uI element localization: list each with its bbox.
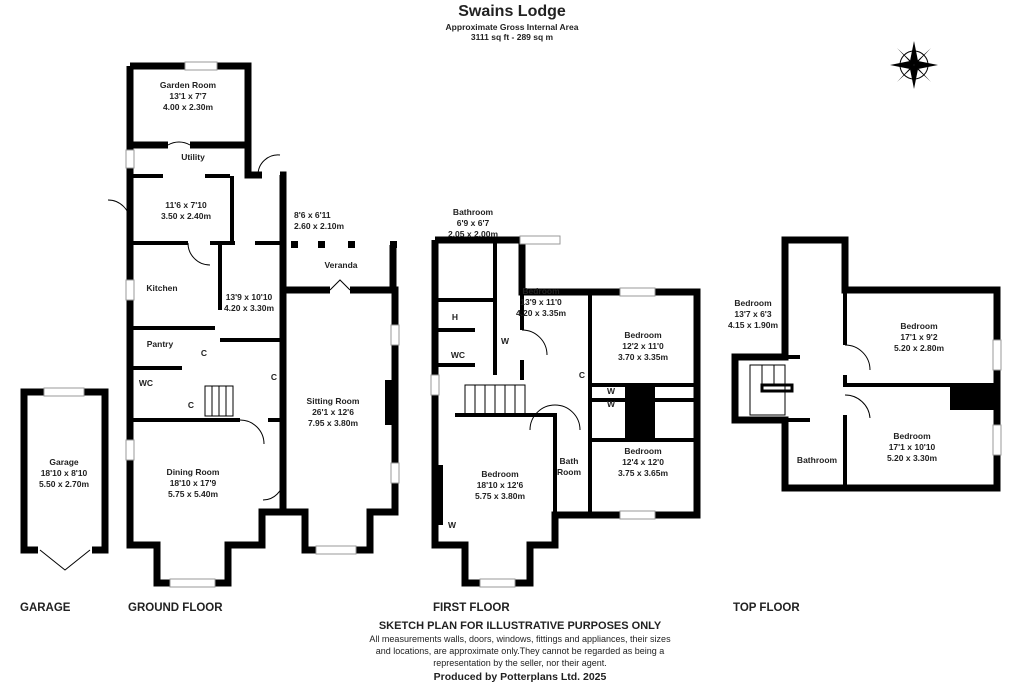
cupboard-label: C: [200, 348, 208, 358]
floor-label-ground: GROUND FLOOR: [128, 602, 223, 614]
top-floor-internal-walls: [785, 290, 997, 488]
wardrobe-label: W: [447, 520, 457, 530]
plan-title: Swains Lodge: [458, 3, 566, 20]
disclaimer-line-3: representation by the seller, nor their …: [433, 658, 607, 668]
cupboard-label: C: [578, 370, 586, 380]
floor-label-top: TOP FLOOR: [733, 602, 800, 614]
room-label-veranda: Veranda: [324, 260, 358, 270]
room-label-wc: WC: [138, 378, 154, 388]
room-label-wc-first: WC: [450, 350, 466, 360]
wardrobe-label: W: [500, 336, 510, 346]
plan-subtitle: Approximate Gross Internal Area: [445, 22, 579, 32]
top-floor-outer-walls: [731, 236, 1001, 492]
stairs: [204, 364, 794, 417]
room-label-utility: Utility: [181, 152, 205, 162]
room-label-kitchen: Kitchen: [146, 283, 178, 293]
disclaimer-heading: SKETCH PLAN FOR ILLUSTRATIVE PURPOSES ON…: [378, 620, 662, 632]
room-label-pantry: Pantry: [146, 339, 174, 349]
producer-credit: Produced by Potterplans Ltd. 2025: [433, 671, 607, 683]
wardrobe-label: W: [606, 386, 616, 396]
cupboard-label: C: [187, 400, 195, 410]
floor-label-garage: GARAGE: [20, 602, 71, 614]
kitchen-walls: [130, 243, 283, 422]
room-label-bathroom-top: Bathroom: [796, 455, 838, 465]
disclaimer-line-2: and locations, are approximate only.They…: [375, 646, 665, 656]
gross-area: 3111 sq ft - 289 sq m: [470, 32, 554, 42]
wardrobe-label: W: [606, 399, 616, 409]
disclaimer-line-1: All measurements walls, doors, windows, …: [369, 634, 671, 644]
floor-label-first: FIRST FLOOR: [433, 602, 510, 614]
utility-wall: [130, 174, 283, 245]
doors: [39, 141, 871, 571]
veranda-posts: [291, 241, 997, 525]
windows: [43, 61, 1002, 588]
compass-rose-icon: [890, 41, 938, 89]
hot-water-cupboard-label: H: [451, 312, 459, 322]
cupboard-label: C: [270, 372, 278, 382]
